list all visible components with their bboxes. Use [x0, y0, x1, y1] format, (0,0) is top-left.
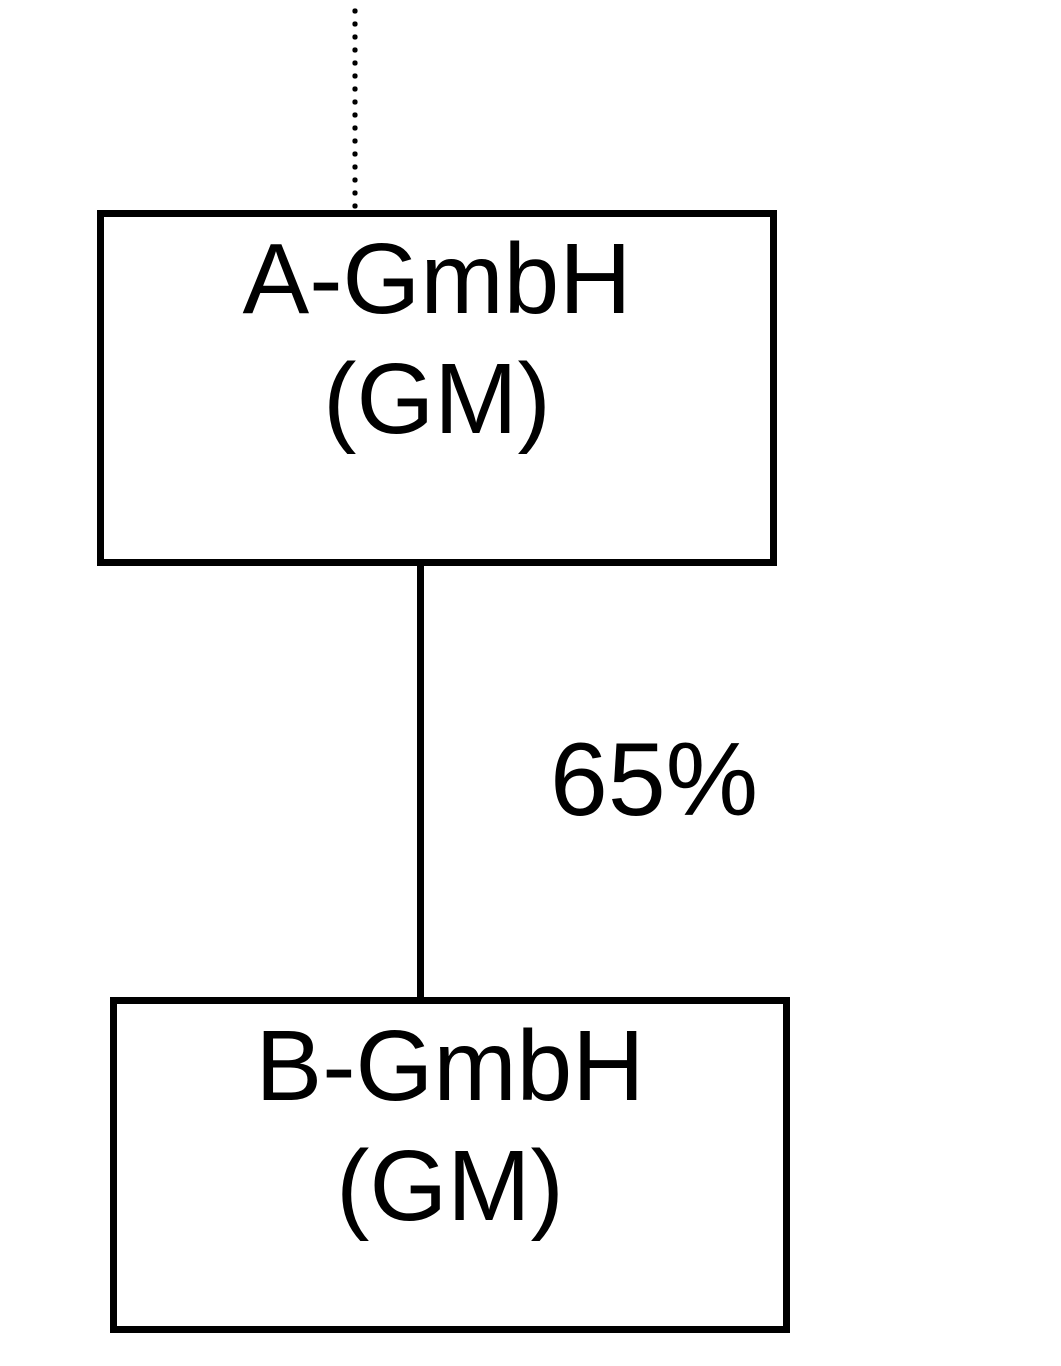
node-b-title: B-GmbH: [255, 1010, 645, 1122]
solid-connector-line: [417, 562, 424, 998]
edge-ownership-label: 65%: [550, 722, 759, 838]
node-a-gmbh: A-GmbH (GM): [97, 210, 777, 566]
node-b-gmbh: B-GmbH (GM): [110, 997, 790, 1333]
node-a-title: A-GmbH: [242, 223, 632, 335]
dotted-connector-line: [352, 8, 358, 211]
node-b-subtitle: (GM): [336, 1130, 564, 1242]
node-a-subtitle: (GM): [323, 343, 551, 455]
